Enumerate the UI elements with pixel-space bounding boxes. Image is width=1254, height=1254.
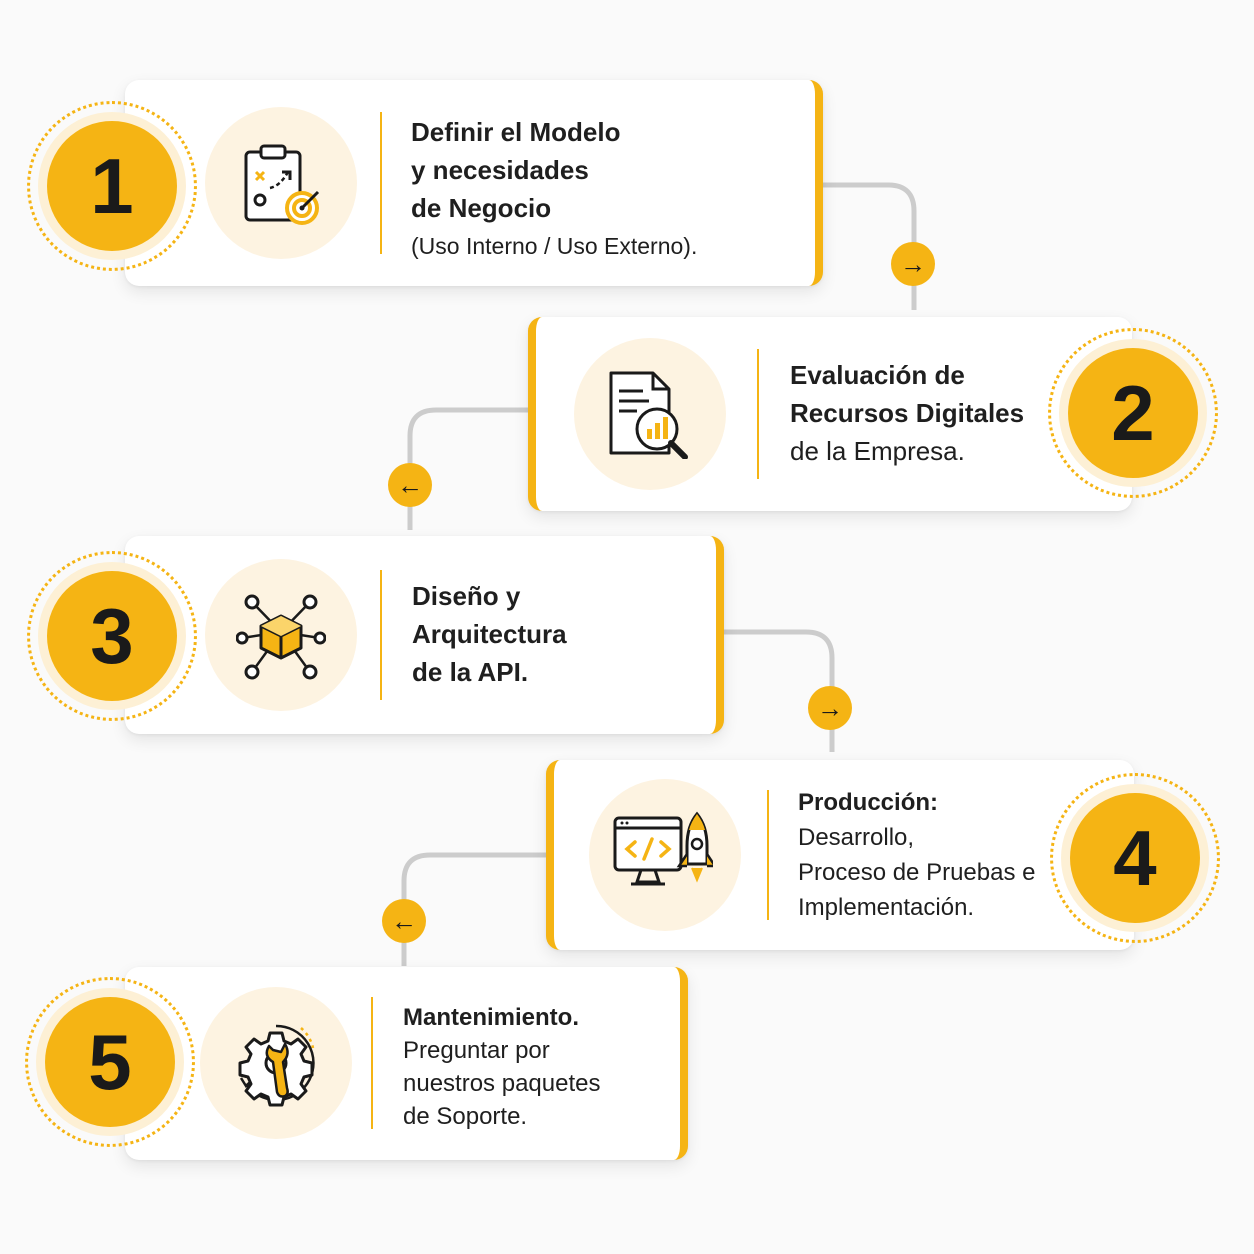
step-3-divider (380, 570, 382, 700)
step-number-4: 4 (1070, 793, 1200, 923)
connector-arrow-4: ← (382, 899, 426, 943)
gear-wrench-icon (238, 1024, 315, 1107)
step-1-line-1: Definir el Modelo (411, 117, 621, 147)
step-4-text: Producción: Desarrollo, Proceso de Prueb… (798, 785, 1035, 925)
connector-line-3-4 (724, 629, 835, 752)
step-2-text: Evaluación de Recursos Digitales de la E… (790, 356, 1024, 470)
step-1-icon-container (205, 107, 357, 259)
step-5-line-3: nuestros paquetes (403, 1070, 601, 1097)
step-number-1: 1 (47, 121, 177, 251)
connector-line-4-5 (401, 852, 546, 966)
step-3-text: Diseño y Arquitectura de la API. (412, 577, 567, 691)
step-badge-5: 5 (25, 977, 195, 1147)
step-1-line-4: (Uso Interno / Uso Externo). (411, 233, 698, 259)
step-5-text: Mantenimiento. Preguntar por nuestros pa… (403, 1001, 600, 1133)
step-5-icon-container (200, 987, 352, 1139)
connector-arrow-3: → (808, 686, 852, 730)
document-magnifier-chart-icon (609, 371, 688, 459)
connector-arrow-1: → (891, 242, 935, 286)
step-2-divider (757, 349, 759, 479)
step-number-2: 2 (1068, 348, 1198, 478)
step-3-icon-container (205, 559, 357, 711)
step-3-line-3: de la API. (412, 657, 529, 687)
step-5-divider (371, 997, 373, 1129)
step-number-5: 5 (45, 997, 175, 1127)
step-card-2: Evaluación de Recursos Digitales de la E… (528, 317, 1132, 511)
step-4-line-1: Producción: (798, 789, 939, 816)
step-1-text: Definir el Modelo y necesidades de Negoc… (411, 113, 697, 265)
step-card-1: Definir el Modelo y necesidades de Negoc… (125, 80, 823, 286)
step-1-line-3: de Negocio (411, 193, 552, 223)
step-5-line-1: Mantenimiento. (403, 1004, 580, 1031)
step-badge-1: 1 (27, 101, 197, 271)
step-card-4: Producción: Desarrollo, Proceso de Prueb… (546, 760, 1134, 950)
step-3-line-1: Diseño y (412, 581, 521, 611)
step-card-5: Mantenimiento. Preguntar por nuestros pa… (125, 967, 688, 1160)
monitor-code-rocket-icon (613, 811, 713, 886)
step-4-icon-container (589, 779, 741, 931)
step-2-icon-container (574, 338, 726, 490)
step-number-3: 3 (47, 571, 177, 701)
connector-arrow-2: ← (388, 463, 432, 507)
cube-network-icon (236, 594, 326, 680)
step-5-line-4: de Soporte. (403, 1103, 528, 1130)
step-card-3: Diseño y Arquitectura de la API. (125, 536, 724, 734)
step-badge-3: 3 (27, 551, 197, 721)
step-1-divider (380, 112, 382, 254)
step-1-line-2: y necesidades (411, 155, 589, 185)
step-4-line-2: Desarrollo, (798, 824, 915, 851)
step-3-line-2: Arquitectura (412, 619, 567, 649)
step-2-line-2: Recursos Digitales (790, 398, 1025, 428)
step-4-divider (767, 790, 769, 920)
step-5-line-2: Preguntar por (403, 1037, 550, 1064)
step-4-line-4: Implementación. (798, 894, 975, 921)
step-2-line-1: Evaluación de (790, 360, 965, 390)
connector-line-2-3 (407, 407, 528, 530)
clipboard-strategy-target-icon (244, 144, 320, 225)
connector-line-1-2 (820, 182, 917, 310)
step-badge-2: 2 (1048, 328, 1218, 498)
step-4-line-3: Proceso de Pruebas e (798, 859, 1036, 886)
step-2-line-3: de la Empresa. (790, 436, 965, 466)
step-badge-4: 4 (1050, 773, 1220, 943)
